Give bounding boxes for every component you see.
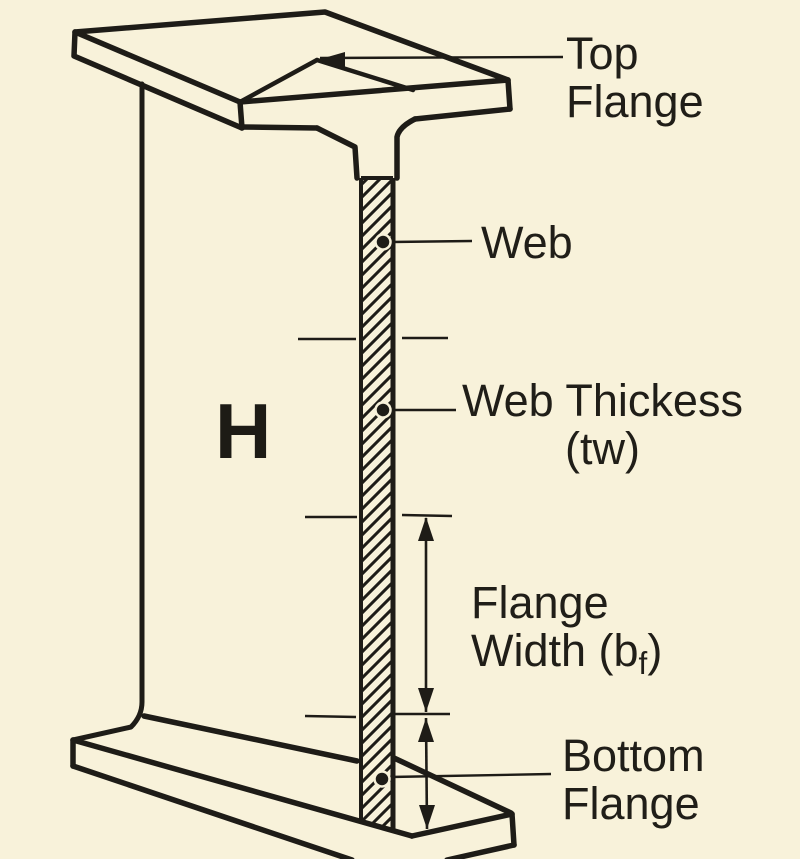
flange-width-label: Flange Width (bf): [471, 577, 663, 681]
web-thickness-leader: [374, 401, 456, 419]
web-face-edge: [70, 81, 145, 743]
break-ticks: [298, 336, 453, 719]
bottom-flange-outline: [70, 713, 517, 859]
bottom-flange-leader: [373, 770, 552, 788]
top-flange-outline: [71, 9, 513, 181]
arrowhead-left-icon: [317, 52, 345, 68]
top-flange-leader-arrow: [317, 52, 564, 68]
beam-height-label: H: [215, 387, 272, 475]
web-section-hatch: [359, 176, 396, 831]
flange-width-dimension: [418, 517, 435, 830]
leader-dot-icon: [373, 770, 391, 788]
leader-dot-icon: [374, 233, 392, 251]
arrowhead-down-icon: [419, 805, 435, 829]
web-label: Web: [481, 217, 573, 268]
bottom-flange-label: Bottom Flange: [562, 730, 705, 829]
web-thickness-label: Web Thickess (tw): [462, 375, 743, 474]
leader-dot-icon: [374, 401, 392, 419]
arrowhead-up-icon: [418, 718, 434, 742]
arrowhead-up-icon: [418, 517, 434, 541]
top-face-break-lines: [237, 57, 416, 105]
arrowhead-down-icon: [418, 688, 434, 712]
top-flange-label: Top Flange: [566, 28, 704, 127]
web-leader: [374, 233, 473, 251]
